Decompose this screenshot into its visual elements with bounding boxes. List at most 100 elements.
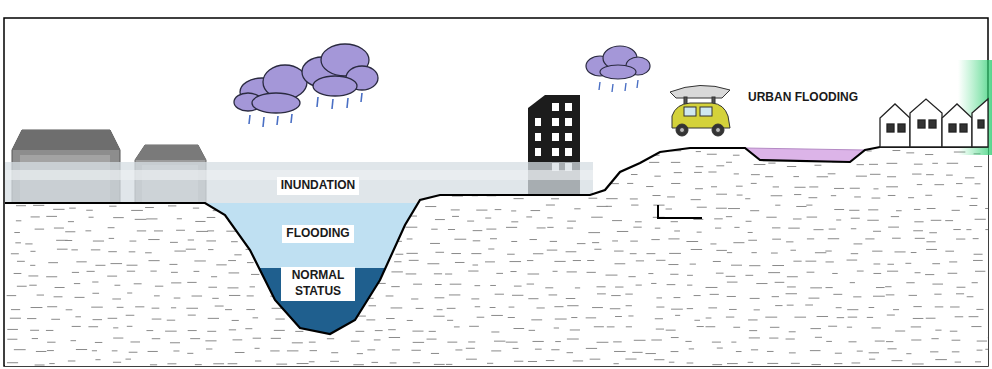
soil-dash <box>948 273 958 274</box>
soil-dash <box>631 174 638 175</box>
soil-dash <box>406 173 414 174</box>
soil-dash <box>956 183 962 184</box>
soil-dash <box>287 350 299 351</box>
soil-dash <box>29 161 38 162</box>
soil-dash <box>737 195 743 196</box>
soil-dash <box>250 286 255 287</box>
soil-dash <box>696 166 704 167</box>
soil-dash <box>30 265 35 266</box>
soil-dash <box>870 174 881 175</box>
soil-dash <box>235 195 241 196</box>
soil-dash <box>327 338 334 339</box>
soil-dash <box>431 353 439 354</box>
soil-dash <box>612 240 618 241</box>
soil-dash <box>72 175 77 176</box>
soil-dash <box>495 294 504 295</box>
soil-dash <box>430 243 440 244</box>
soil-dash <box>545 151 553 152</box>
soil-dash <box>716 194 727 195</box>
soil-dash <box>726 162 732 163</box>
soil-dash <box>708 172 716 173</box>
soil-dash <box>475 306 480 307</box>
soil-dash <box>896 210 902 211</box>
soil-dash <box>746 221 752 222</box>
soil-dash <box>127 326 133 327</box>
soil-dash <box>95 359 100 360</box>
soil-dash <box>671 337 679 338</box>
soil-dash <box>793 176 799 177</box>
soil-dash <box>950 331 958 332</box>
soil-dash <box>611 295 621 296</box>
soil-dash <box>353 364 364 365</box>
soil-dash <box>613 363 618 364</box>
soil-dash <box>749 330 757 331</box>
soil-dash <box>857 271 864 272</box>
soil-dash <box>989 361 992 362</box>
soil-dash <box>974 254 983 255</box>
soil-dash <box>270 240 278 241</box>
soil-dash <box>474 285 480 286</box>
soil-dash <box>386 318 395 319</box>
soil-dash <box>488 249 494 250</box>
soil-dash <box>449 294 460 295</box>
soil-dash <box>828 326 837 327</box>
soil-dash <box>425 206 436 207</box>
soil-dash <box>511 221 518 222</box>
soil-dash <box>270 350 279 351</box>
soil-dash <box>568 152 578 153</box>
soil-dash <box>607 326 615 327</box>
soil-dash <box>952 210 960 211</box>
soil-dash <box>547 185 554 186</box>
soil-dash <box>873 188 878 189</box>
soil-dash <box>309 342 316 343</box>
soil-dash <box>848 317 857 318</box>
soil-dash <box>129 241 136 242</box>
soil-dash <box>606 275 618 276</box>
soil-dash <box>577 243 586 244</box>
soil-dash <box>674 297 681 298</box>
soil-dash <box>11 197 21 198</box>
soil-dash <box>513 348 519 349</box>
soil-dash <box>733 155 740 156</box>
soil-dash <box>926 174 934 175</box>
soil-dash <box>454 239 466 240</box>
soil-dash <box>167 320 175 321</box>
soil-dash <box>8 187 17 188</box>
soil-dash <box>537 307 545 308</box>
soil-dash <box>514 188 520 189</box>
soil-dash <box>787 305 794 306</box>
soil-dash <box>851 228 856 229</box>
soil-dash <box>130 341 140 342</box>
soil-dash <box>231 241 238 242</box>
soil-dash <box>107 276 117 277</box>
soil-dash <box>95 342 102 343</box>
soil-dash <box>134 196 141 197</box>
soil-dash <box>786 241 793 242</box>
soil-dash <box>825 251 831 252</box>
soil-dash <box>751 183 757 184</box>
soil-dash <box>272 308 282 309</box>
soil-dash <box>95 265 105 266</box>
soil-dash <box>10 318 21 319</box>
soil-dash <box>930 351 938 352</box>
soil-dash <box>69 208 76 209</box>
soil-dash <box>850 188 860 189</box>
soil-dash <box>891 360 902 361</box>
soil-dash <box>354 198 364 199</box>
soil-dash <box>914 221 923 222</box>
soil-dash <box>66 309 73 310</box>
soil-dash <box>849 341 857 342</box>
soil-dash <box>532 341 543 342</box>
soil-dash <box>651 239 659 240</box>
soil-dash <box>450 284 462 285</box>
soil-dash <box>490 307 496 308</box>
soil-dash <box>490 238 497 239</box>
rain-cloud <box>234 44 378 113</box>
soil-dash <box>847 309 858 310</box>
soil-dash <box>389 187 401 188</box>
soil-dash <box>437 309 443 310</box>
soil-dash <box>794 187 805 188</box>
soil-dash <box>455 349 462 350</box>
soil-dash <box>810 287 822 288</box>
